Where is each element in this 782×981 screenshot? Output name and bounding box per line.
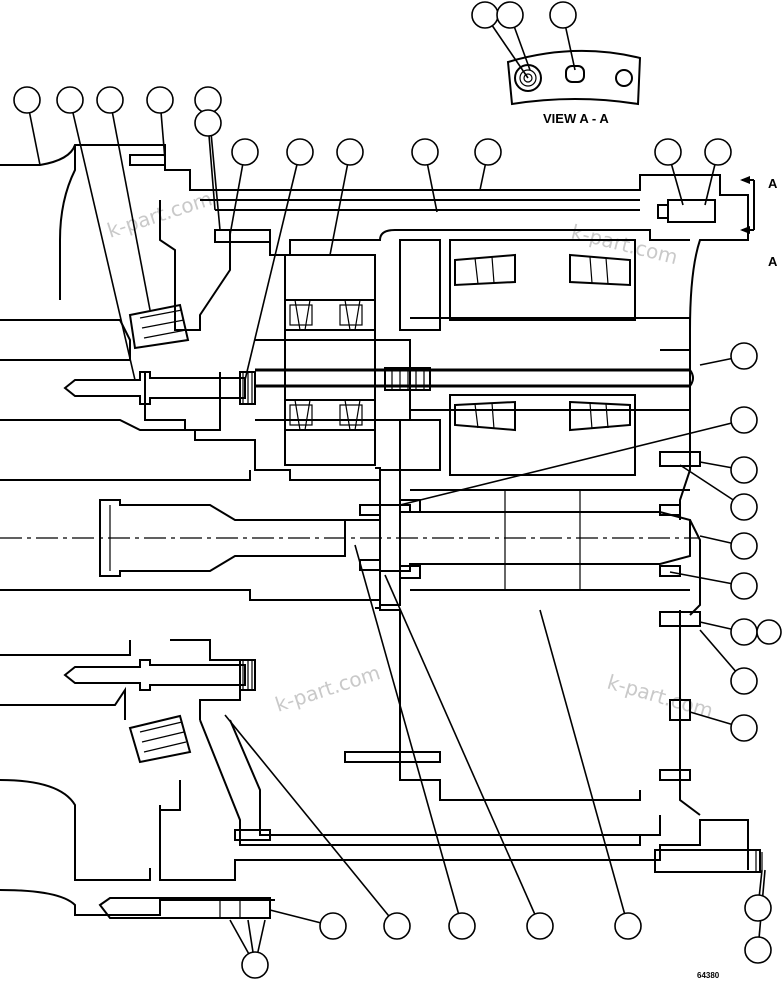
callout-bubble bbox=[730, 667, 758, 695]
callout-bubble bbox=[730, 714, 758, 742]
watermark: k-part.com bbox=[272, 660, 383, 716]
callout-bubble bbox=[730, 406, 758, 434]
callout-bubble bbox=[730, 493, 758, 521]
drawing-number: 64380 bbox=[697, 971, 720, 980]
section-mark-bottom: A bbox=[768, 254, 778, 269]
callout-bubble bbox=[744, 936, 772, 964]
callout-bubble bbox=[614, 912, 642, 940]
callout-bubble bbox=[56, 86, 84, 114]
callout-bubble bbox=[231, 138, 259, 166]
callout-bubble bbox=[730, 342, 758, 370]
callout-bubble bbox=[13, 86, 41, 114]
callout-bubble bbox=[496, 1, 524, 29]
main-shaft bbox=[99, 467, 691, 609]
callout-bubble bbox=[730, 532, 758, 560]
callout-bubble bbox=[474, 138, 502, 166]
callout-bubbles bbox=[13, 1, 782, 979]
callout-bubble bbox=[194, 109, 222, 137]
callout-bubble bbox=[194, 86, 222, 114]
upper-stud bbox=[63, 154, 271, 431]
callout-bubble bbox=[744, 894, 772, 922]
callout-bubble bbox=[549, 1, 577, 29]
view-title: VIEW A - A bbox=[543, 111, 609, 126]
callout-bubble bbox=[704, 138, 732, 166]
callout-bubble bbox=[756, 619, 782, 645]
section-arrows: A A bbox=[740, 176, 778, 269]
callout-bubble bbox=[411, 138, 439, 166]
callout-bubble bbox=[526, 912, 554, 940]
callout-bubble bbox=[96, 86, 124, 114]
watermark: k-part.com bbox=[569, 220, 680, 270]
view-a-a-inset: VIEW A - A bbox=[506, 49, 642, 126]
callout-bubble bbox=[730, 618, 758, 646]
callout-bubble bbox=[448, 912, 476, 940]
callout-bubble bbox=[241, 951, 269, 979]
callout-bubble bbox=[286, 138, 314, 166]
upper-gear-assembly bbox=[255, 239, 694, 476]
callout-bubble bbox=[730, 572, 758, 600]
lower-stud bbox=[63, 659, 763, 919]
right-fittings bbox=[657, 199, 716, 627]
callout-bubble bbox=[336, 138, 364, 166]
callout-bubble bbox=[319, 912, 347, 940]
callout-bubble bbox=[471, 1, 499, 29]
callout-bubble bbox=[730, 456, 758, 484]
callout-bubble bbox=[383, 912, 411, 940]
callout-bubble bbox=[146, 86, 174, 114]
section-mark-top: A bbox=[768, 176, 778, 191]
callout-bubble bbox=[654, 138, 682, 166]
